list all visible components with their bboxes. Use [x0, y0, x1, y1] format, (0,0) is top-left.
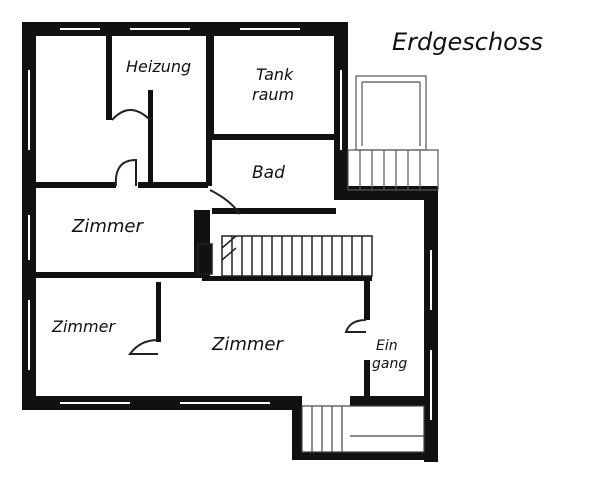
- room-label-raum: raum: [252, 85, 294, 104]
- room-label-heizung: Heizung: [126, 57, 191, 76]
- windows: [28, 28, 432, 420]
- room-labels: Heizung Tank raum Bad Zimmer Zimmer Zimm…: [51, 57, 407, 372]
- porch-steps: [301, 405, 425, 453]
- exterior-walls: [22, 22, 438, 462]
- room-label-zimmer-left: Zimmer: [51, 317, 116, 336]
- room-label-ein: Ein: [376, 338, 398, 354]
- door-zimmer-bottom: [128, 339, 159, 355]
- door-swings: [111, 109, 367, 355]
- staircase: [197, 235, 373, 277]
- room-label-zimmer-mid: Zimmer: [71, 216, 144, 237]
- door-hall: [209, 189, 241, 215]
- room-label-gang: gang: [372, 356, 407, 372]
- room-label-zimmer-center: Zimmer: [211, 334, 284, 355]
- door-zimmer-top: [114, 158, 137, 187]
- room-label-tank: Tank: [256, 65, 294, 84]
- door-eingang: [344, 319, 367, 333]
- plan-title: Erdgeschoss: [392, 28, 543, 56]
- room-label-bad: Bad: [252, 163, 285, 183]
- outdoor-stair-upper: [347, 75, 439, 191]
- door-heizung: [111, 109, 151, 121]
